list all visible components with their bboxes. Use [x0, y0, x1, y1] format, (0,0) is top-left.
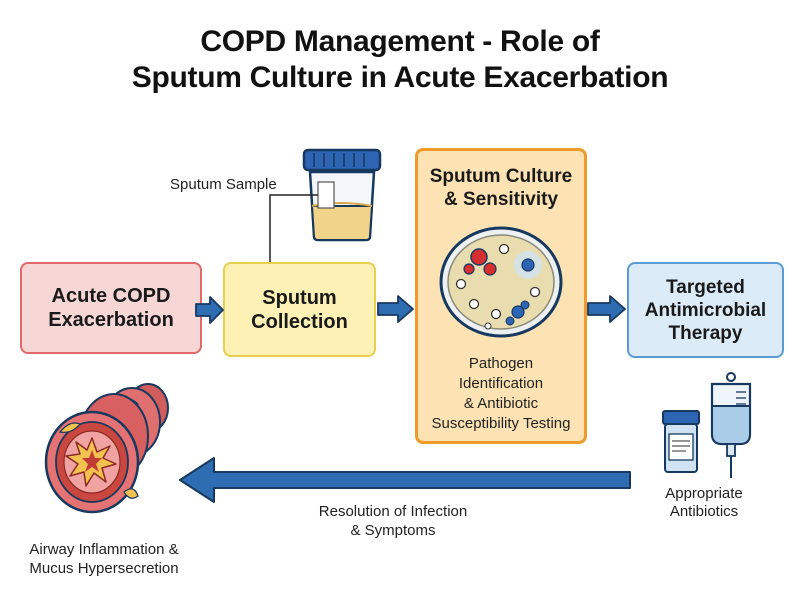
resolution-label-line-1: Resolution of Infection: [318, 503, 468, 520]
page-title-line-1: COPD Management - Role of: [200, 25, 600, 58]
antibiotics-label-line-1: Appropriate: [665, 485, 743, 502]
sample-connector-line: [269, 194, 318, 270]
airway-label-line-1: Airway Inflammation &: [29, 541, 179, 558]
resolution-label-line-2: & Symptoms: [350, 522, 436, 539]
culture-detail-line-4: Susceptibility Testing: [431, 415, 571, 432]
targeted-therapy-box: Targeted Antimicrobial Therapy: [627, 262, 784, 358]
pill-bottle-icon: [662, 410, 700, 473]
petri-dish-icon: [439, 226, 563, 338]
acute-exacerbation-box: Acute COPD Exacerbation: [20, 262, 202, 354]
specimen-cup-icon: [302, 148, 382, 242]
acute-exacerbation-line-1: Acute COPD: [51, 285, 171, 307]
sputum-collection-box: Sputum Collection: [223, 262, 376, 357]
targeted-therapy-line-3: Therapy: [668, 322, 743, 344]
airway-label-line-2: Mucus Hypersecretion: [29, 560, 179, 577]
return-arrow: [179, 457, 631, 503]
culture-detail-line-2: Identification: [458, 375, 544, 392]
page-title-line-2: Sputum Culture in Acute Exacerbation: [131, 61, 669, 94]
culture-detail-line-3: & Antibiotic: [463, 395, 539, 412]
targeted-therapy-line-1: Targeted: [666, 276, 745, 298]
culture-detail-line-1: Pathogen: [468, 355, 534, 372]
antibiotics-label-line-2: Antibiotics: [669, 503, 739, 520]
arrow-culture-to-therapy: [587, 295, 626, 323]
sputum-culture-title-line-1: Sputum Culture: [429, 166, 573, 187]
sputum-collection-line-2: Collection: [251, 310, 348, 333]
sputum-sample-label: Sputum Sample: [170, 176, 277, 193]
sputum-collection-line-1: Sputum: [262, 286, 337, 309]
acute-exacerbation-line-2: Exacerbation: [48, 309, 174, 331]
iv-bag-icon: [710, 372, 752, 478]
sputum-culture-title-line-2: & Sensitivity: [443, 189, 559, 210]
arrow-collection-to-culture: [377, 295, 414, 323]
arrow-exacerbation-to-collection: [195, 296, 224, 324]
targeted-therapy-line-2: Antimicrobial: [644, 299, 767, 321]
airway-cross-section-icon: [44, 383, 169, 514]
